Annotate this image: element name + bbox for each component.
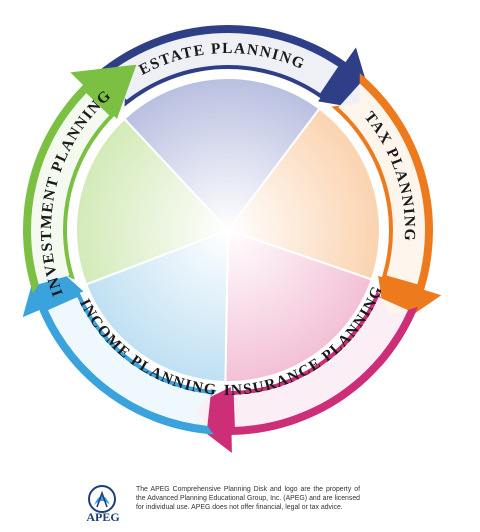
ribbon-tax — [338, 83, 425, 285]
disclaimer-text: The APEG Comprehensive Planning Disk and… — [136, 486, 360, 511]
ribbon-insurance — [233, 297, 408, 427]
wedge-estate — [122, 77, 321, 232]
ribbon-investment — [30, 93, 110, 285]
wedge-tax — [226, 107, 381, 281]
wedge-insurance — [224, 228, 373, 383]
apeg-logo-icon — [88, 485, 116, 513]
ribbon-estate — [106, 32, 339, 100]
wedge-income — [84, 228, 230, 383]
apeg-logo-text: APEG — [86, 510, 120, 524]
ribbon-income — [48, 297, 211, 426]
wedge-investment — [75, 117, 230, 286]
